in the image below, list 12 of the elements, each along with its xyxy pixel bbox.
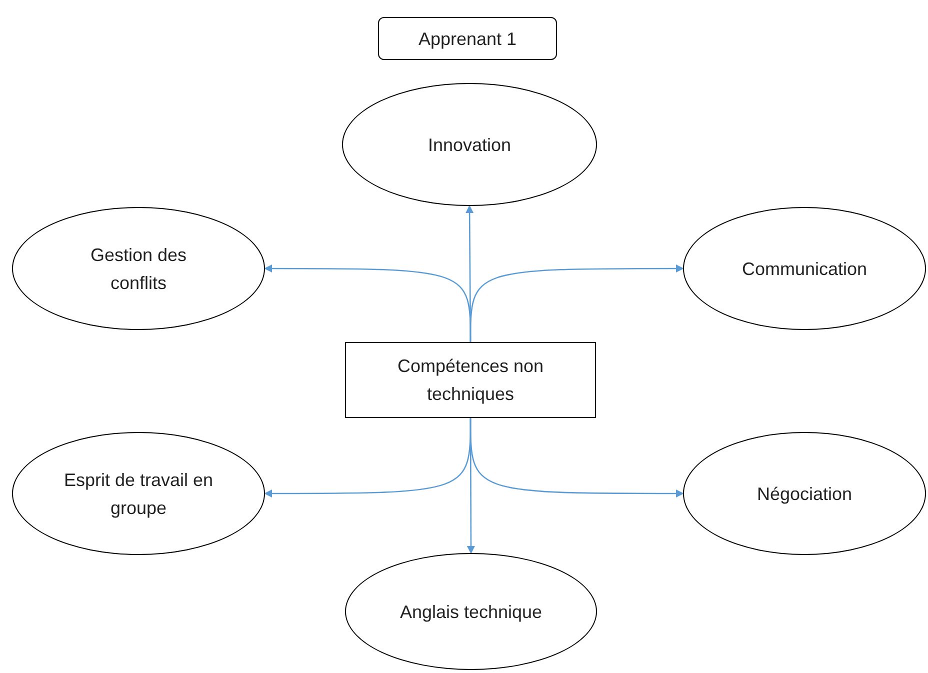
- arrow: [466, 418, 475, 554]
- node-label: Négociation: [756, 482, 852, 506]
- node-label: Communication: [742, 258, 868, 280]
- node-label: Anglais technique: [400, 600, 542, 624]
- label-box: [378, 17, 557, 60]
- node-label: Gestion des conflits: [89, 244, 188, 294]
- node-label: Compétences non techniques: [396, 355, 545, 406]
- process-box: [345, 342, 596, 418]
- node-label: Innovation: [428, 134, 512, 156]
- arrow: [470, 264, 684, 342]
- node-label: Apprenant 1: [418, 28, 517, 51]
- node-label: Esprit de travail en groupe: [64, 468, 214, 520]
